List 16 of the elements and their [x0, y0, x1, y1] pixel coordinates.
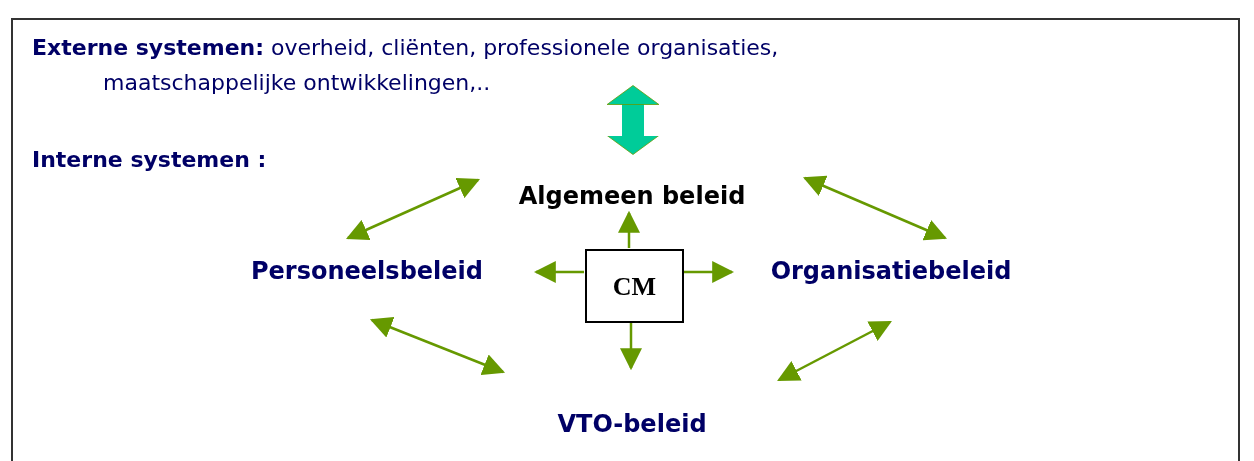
external-systems-text: Externe systemen: overheid, cliënten, professionele organisaties, maatschappelijke ontwikkelingen,..	[32, 30, 962, 100]
node-label: Algemeen beleid	[518, 178, 746, 214]
node-label: Personeelsbeleid	[251, 253, 483, 289]
double-arrow	[608, 85, 658, 155]
arrow	[803, 175, 947, 241]
arrow	[684, 261, 735, 283]
arrow	[620, 323, 642, 371]
arrow	[533, 261, 584, 283]
node-label: Organisatiebeleid	[770, 253, 1012, 289]
process-box: CM	[585, 249, 684, 323]
arrow	[618, 210, 640, 248]
section-heading: Interne systemen :	[32, 146, 267, 174]
arrow	[369, 317, 506, 375]
arrow	[346, 178, 480, 240]
arrow	[777, 320, 892, 382]
node-label: VTO-beleid	[557, 406, 707, 442]
